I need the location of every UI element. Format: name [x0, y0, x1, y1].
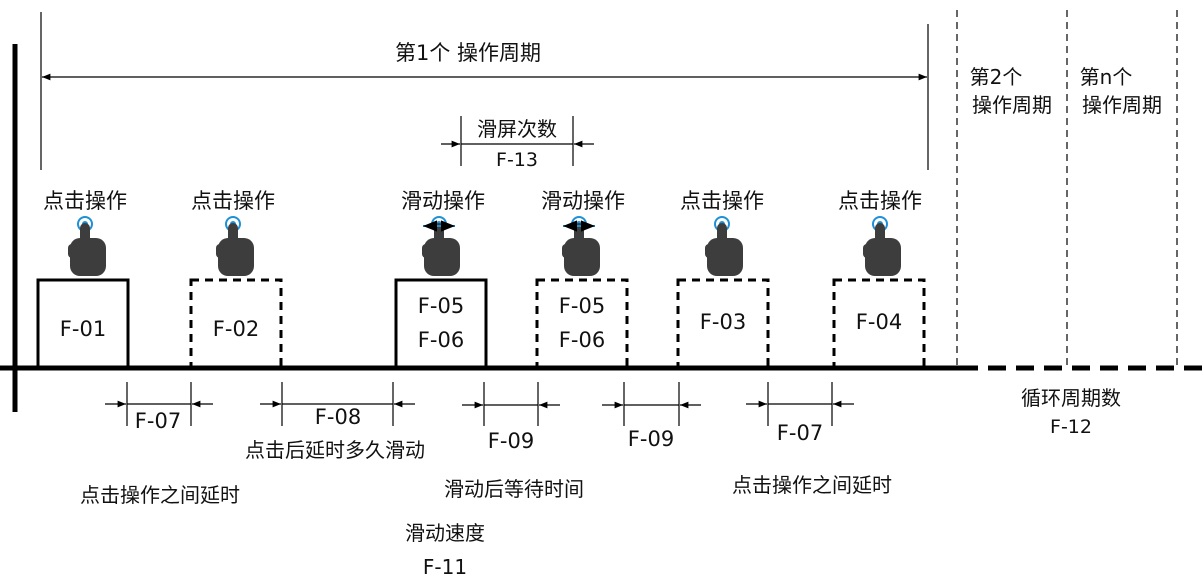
gap-code: F-07: [777, 421, 823, 445]
gaps-layer: F-07 F-08F-09 F-09 F-07: [105, 382, 854, 453]
gap-dimension-3: F-09: [462, 382, 560, 453]
operation-label: 滑动操作: [401, 189, 485, 213]
tap-hand-icon: [705, 216, 743, 276]
operation-3: 滑动操作 F-05F-06: [394, 189, 488, 370]
operation-code: F-06: [418, 328, 464, 352]
gap-code: F-08: [315, 405, 361, 429]
operation-box-solid: [36, 278, 130, 370]
operation-box-dashed: [676, 278, 770, 370]
tap-hand-icon: [216, 216, 254, 276]
gap-code: F-09: [488, 429, 534, 453]
tap-hand-icon: [68, 216, 106, 276]
operation-label: 滑动操作: [541, 189, 625, 213]
operation-code: F-01: [60, 317, 106, 341]
caption-loop-count: 循环周期数: [1021, 386, 1121, 410]
gap-dimension-2: F-08: [260, 382, 415, 429]
cycle2-title-line1: 第2个: [970, 65, 1023, 89]
gap-code: F-09: [628, 427, 674, 451]
operation-1: 点击操作 F-01: [36, 189, 130, 370]
caption-tap-delay-left: 点击操作之间延时: [80, 483, 240, 507]
caption-loop-count-code: F-12: [1050, 416, 1092, 438]
operation-box-dashed: [535, 278, 629, 370]
operation-label: 点击操作: [191, 189, 275, 213]
tap-hand-icon: [863, 216, 901, 276]
operation-box-dashed: [832, 278, 926, 370]
operation-4: 滑动操作 F-05F-06: [535, 189, 629, 370]
operation-code: F-03: [700, 310, 746, 334]
operation-box-dashed: [189, 278, 283, 370]
cycle1-title: 第1个 操作周期: [395, 41, 541, 65]
swipe-hand-icon: [562, 216, 600, 276]
caption-swipe-speed-code: F-11: [423, 555, 467, 579]
caption-swipe-speed: 滑动速度: [405, 521, 485, 545]
operation-box-solid: [394, 278, 488, 370]
operation-code: F-06: [559, 328, 605, 352]
gap-dimension-1: F-07: [105, 382, 213, 433]
operation-code: F-05: [559, 294, 605, 318]
operation-2: 点击操作 F-02: [189, 189, 283, 370]
operation-code: F-02: [213, 317, 259, 341]
caption-tap-then-swipe: 点击后延时多久滑动: [245, 438, 425, 462]
gap-dimension-5: F-07: [746, 382, 854, 445]
gap-code: F-07: [135, 409, 181, 433]
swipe-count-code: F-13: [496, 149, 538, 171]
operations-layer: 点击操作 F-01 点击操作 F-02 滑动操作 F-05F-06 滑动操作 F-05F-06…: [36, 189, 926, 370]
cyclen-title-line1: 第n个: [1080, 65, 1133, 89]
cycle2-title-line2: 操作周期: [972, 93, 1052, 117]
swipe-count-label: 滑屏次数: [477, 117, 557, 141]
operation-5: 点击操作 F-03: [676, 189, 770, 370]
operation-label: 点击操作: [43, 189, 127, 213]
caption-swipe-wait: 滑动后等待时间: [444, 477, 584, 501]
gap-dimension-4: F-09: [602, 382, 701, 451]
operation-label: 点击操作: [838, 189, 922, 213]
caption-tap-delay-right: 点击操作之间延时: [732, 473, 892, 497]
operation-label: 点击操作: [680, 189, 764, 213]
cyclen-title-line2: 操作周期: [1082, 93, 1162, 117]
operation-code: F-04: [856, 310, 902, 334]
operation-code: F-05: [418, 294, 464, 318]
swipe-hand-icon: [422, 216, 460, 276]
operation-6: 点击操作 F-04: [832, 189, 926, 370]
